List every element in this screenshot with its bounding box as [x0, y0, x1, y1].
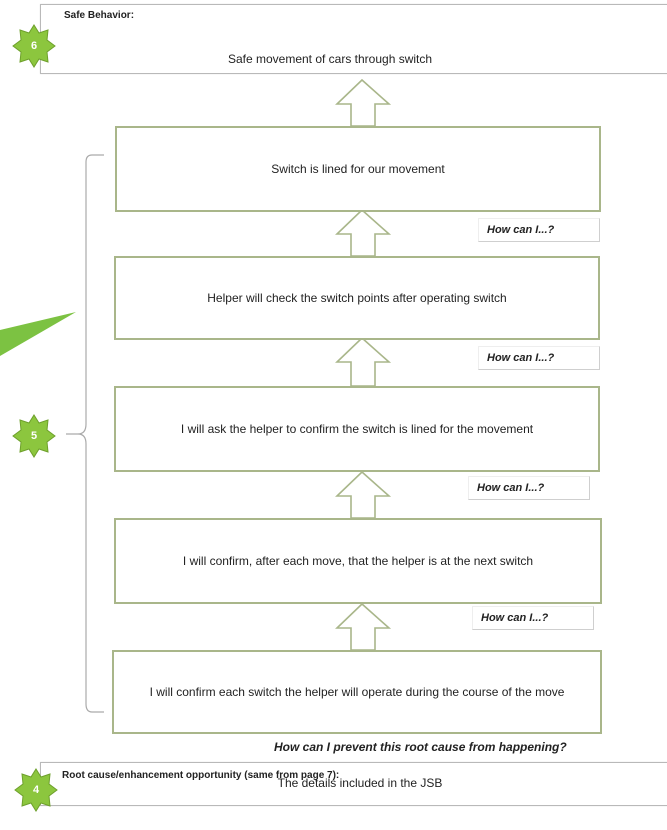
step-box-3: I will ask the helper to confirm the swi… [114, 386, 600, 472]
step-5-badge: 5 [12, 414, 56, 458]
step-6-number: 6 [30, 40, 38, 52]
safe-behavior-label: Safe Behavior: [64, 10, 135, 21]
up-arrow-2 [335, 208, 392, 257]
step-box-5: I will confirm each switch the helper wi… [112, 650, 602, 734]
root-cause-label: Root cause/enhancement opportunity (same… [62, 770, 340, 781]
how-can-i-label-3: How can I...? [468, 476, 590, 500]
how-can-i-label-2: How can I...? [478, 346, 600, 370]
up-arrow-4 [335, 470, 392, 519]
step-4-badge: 4 [14, 768, 58, 812]
root-cause-text: The details included in the JSB [277, 776, 443, 790]
how-can-i-label-4: How can I...? [472, 606, 594, 630]
star-badge-icon [12, 24, 56, 68]
star-badge-icon [12, 414, 56, 458]
step-box-4: I will confirm, after each move, that th… [114, 518, 602, 604]
how-can-i-label-1: How can I...? [478, 218, 600, 242]
safe-behavior-panel [40, 4, 667, 74]
up-arrow-5 [335, 602, 392, 651]
step-box-1: Switch is lined for our movement [115, 126, 601, 212]
root-cause-question: How can I prevent this root cause from h… [274, 740, 567, 754]
up-arrow-1 [335, 78, 392, 127]
step-box-2: Helper will check the switch points afte… [114, 256, 600, 340]
group-bracket [66, 154, 104, 713]
step-4-number: 4 [32, 784, 40, 796]
star-badge-icon [14, 768, 58, 812]
step-6-badge: 6 [12, 24, 56, 68]
up-arrow-3 [335, 336, 392, 387]
step-5-number: 5 [30, 430, 38, 442]
safe-behavior-text: Safe movement of cars through switch [227, 52, 433, 66]
green-pointer [0, 312, 76, 356]
root-cause-panel [40, 762, 667, 806]
